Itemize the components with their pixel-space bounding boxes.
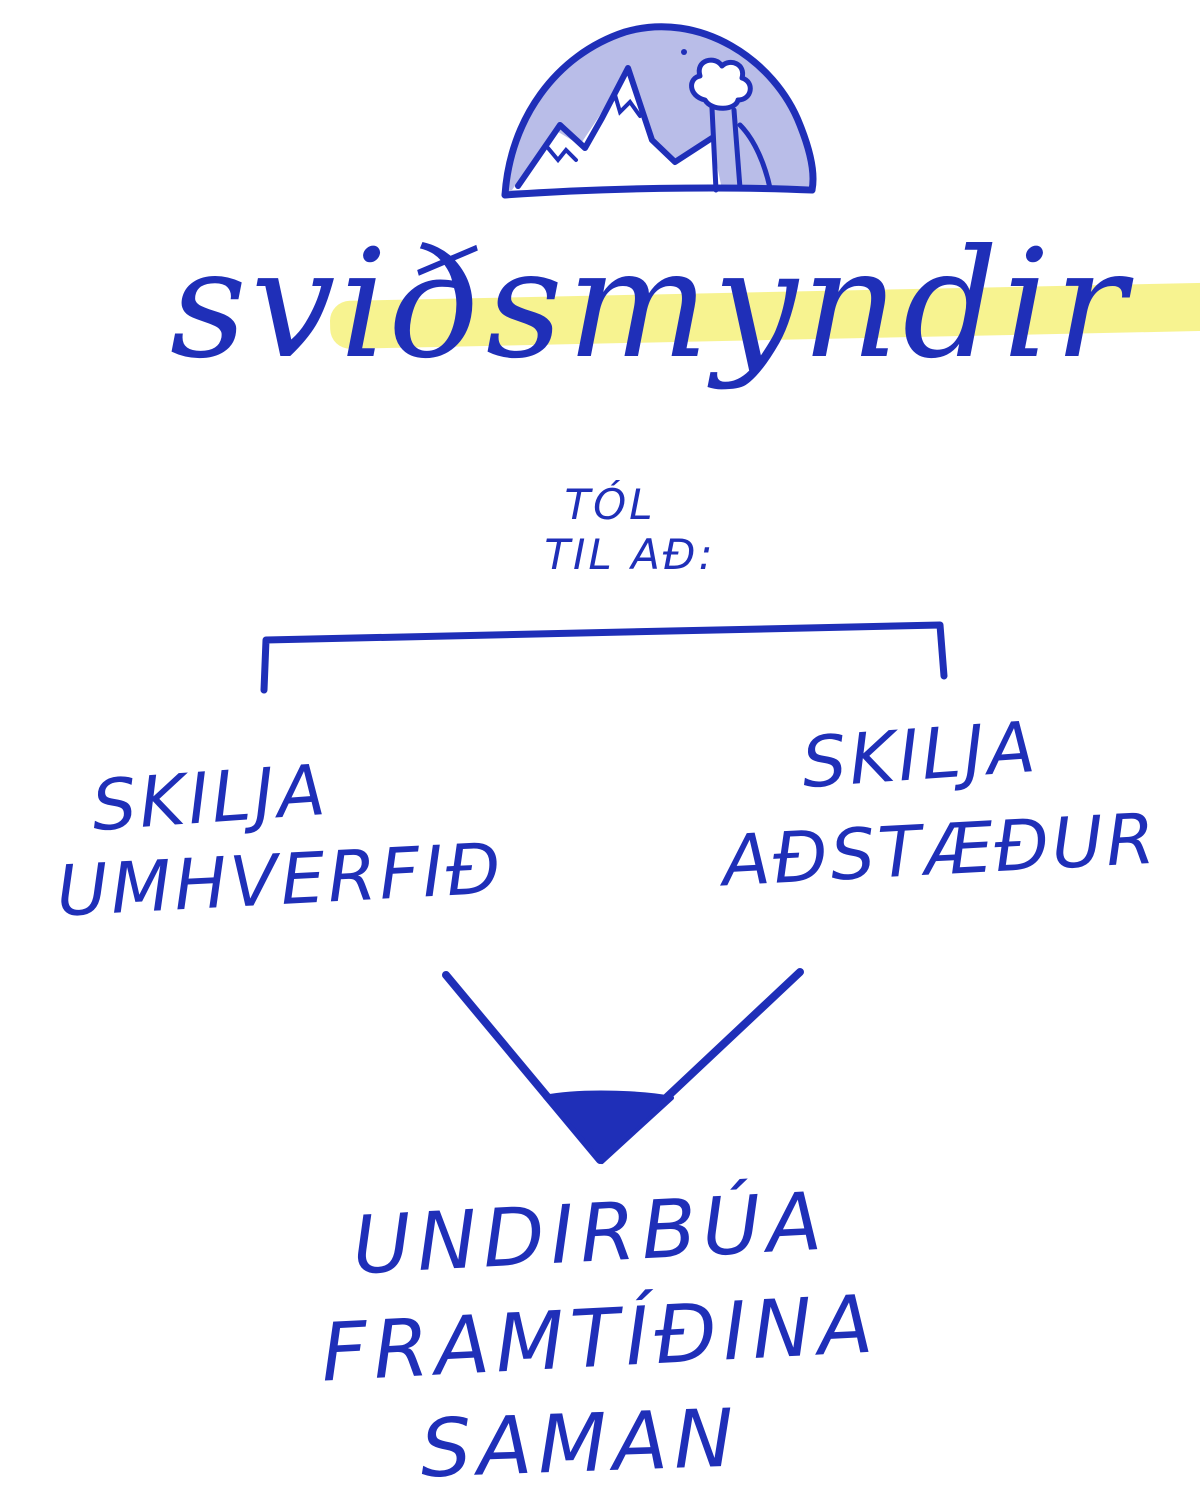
- diagram-title: sviðsmyndir: [169, 218, 1131, 392]
- subtitle-line-2: TIL AÐ:: [544, 530, 716, 579]
- subtitle-line-1: TÓL: [564, 480, 656, 529]
- result-line-3: SAMAN: [418, 1391, 742, 1496]
